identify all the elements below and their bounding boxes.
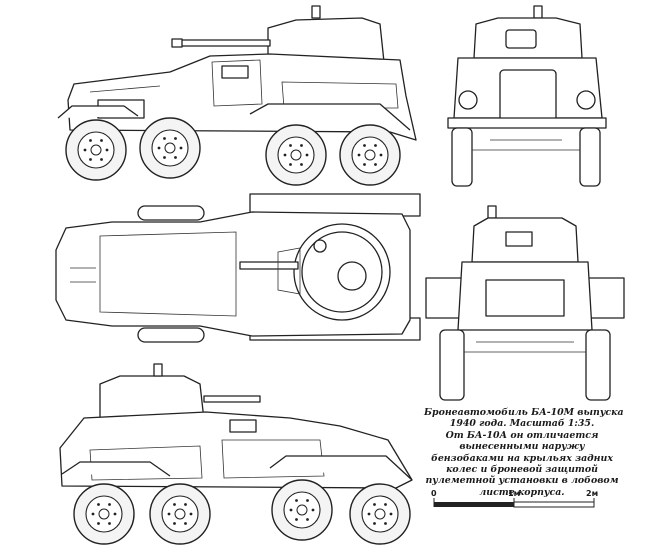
wheel-bolt xyxy=(300,163,303,166)
wheel-bolt xyxy=(295,518,298,521)
wheel-bolt xyxy=(373,522,376,525)
caption-line: От БА-10А он отличается xyxy=(445,429,599,441)
rear-view xyxy=(425,205,625,401)
wheel-bolt xyxy=(283,153,287,157)
caption-line: Бронеавтомобиль БА-10М выпуска xyxy=(424,407,624,418)
wheel-bolt xyxy=(113,512,117,516)
wheel-bolt xyxy=(289,144,292,147)
vision-slit-upper xyxy=(221,65,249,79)
front-view-wheel-right xyxy=(579,127,601,187)
wheel-bolt xyxy=(384,522,387,525)
main-gun-top xyxy=(239,261,299,270)
front-wheel-top-right xyxy=(137,327,205,343)
wheel-bolt xyxy=(184,503,187,506)
wheel-rear-a-upper xyxy=(265,124,327,186)
wheel-bolt xyxy=(363,144,366,147)
wheel-bolt xyxy=(163,156,166,159)
side-view-upper xyxy=(57,5,417,186)
wheel-bolt xyxy=(184,522,187,525)
wheel-rear-b-lower xyxy=(349,483,411,545)
wheel-bolt xyxy=(97,503,100,506)
wheel-bolt xyxy=(367,512,371,516)
wheel-middle-lower xyxy=(149,483,211,545)
wheel-bolt xyxy=(91,512,95,516)
turret-hatch-top xyxy=(337,261,367,291)
wheel-bolt xyxy=(163,137,166,140)
wheel-bolt xyxy=(189,512,193,516)
caption-line: 1940 года. Масштаб 1:35. xyxy=(449,418,595,430)
wheel-bolt xyxy=(157,146,161,150)
wheel-bolt xyxy=(100,158,103,161)
headlight-right xyxy=(576,90,596,110)
turret-hatch-upper xyxy=(311,5,321,19)
radiator-armor xyxy=(499,69,557,125)
wheel-bolt xyxy=(384,503,387,506)
scale-label-1m: 1м xyxy=(508,489,521,498)
scale-label-2m: 2м xyxy=(586,489,599,498)
wheel-bolt xyxy=(108,503,111,506)
wheel-bolt xyxy=(173,503,176,506)
rear-view-wheel-right xyxy=(585,329,611,401)
wheel-bolt xyxy=(105,148,109,152)
wheel-bolt xyxy=(306,499,309,502)
vision-slit-lower xyxy=(229,419,257,433)
wheel-bolt xyxy=(167,512,171,516)
wheel-bolt xyxy=(100,139,103,142)
wheel-bolt xyxy=(89,139,92,142)
wheel-bolt xyxy=(374,144,377,147)
wheel-rear-a-lower xyxy=(271,479,333,541)
wheel-bolt xyxy=(295,499,298,502)
caption-line: колес и броневой защитой xyxy=(446,464,598,476)
wheel-bolt xyxy=(173,522,176,525)
scale-bar xyxy=(433,498,595,508)
main-gun-upper xyxy=(177,39,271,47)
scale-label-0: 0 xyxy=(431,489,437,498)
wheel-bolt xyxy=(389,512,393,516)
caption-line: листе корпуса. xyxy=(479,486,565,498)
side-view-lower xyxy=(59,363,413,545)
front-view xyxy=(447,5,607,187)
wheel-bolt xyxy=(179,146,183,150)
wheel-bolt xyxy=(97,522,100,525)
wheel-bolt xyxy=(363,163,366,166)
rear-view-wheel-left xyxy=(439,329,465,401)
main-gun-lower xyxy=(203,395,261,403)
wheel-rear-b-upper xyxy=(339,124,401,186)
front-wheel-top-left xyxy=(137,205,205,221)
wheel-bolt xyxy=(174,137,177,140)
wheel-bolt xyxy=(373,503,376,506)
turret-hatch-lower xyxy=(153,363,163,377)
headlight-left xyxy=(458,90,478,110)
top-view xyxy=(55,193,421,343)
wheel-bolt xyxy=(311,508,315,512)
wheel-bolt xyxy=(305,153,309,157)
wheel-bolt xyxy=(300,144,303,147)
front-view-wheel-left xyxy=(451,127,473,187)
wheel-bolt xyxy=(357,153,361,157)
wheel-middle-upper xyxy=(139,117,201,179)
wheel-bolt xyxy=(89,158,92,161)
wheel-bolt xyxy=(379,153,383,157)
wheel-bolt xyxy=(83,148,87,152)
caption-line: бензобаками на крыльях задних xyxy=(431,452,613,464)
wheel-front-lower xyxy=(73,483,135,545)
caption-line: пулеметной установки в лобовом xyxy=(425,475,619,487)
wheel-bolt xyxy=(174,156,177,159)
caption-line: вынесенными наружу xyxy=(459,441,585,453)
drawing-caption: Бронеавтомобиль БА-10М выпуска 1940 года… xyxy=(424,407,624,498)
wheel-bolt xyxy=(108,522,111,525)
wheel-bolt xyxy=(306,518,309,521)
wheel-front-upper xyxy=(65,119,127,181)
wheel-bolt xyxy=(289,508,293,512)
wheel-bolt xyxy=(374,163,377,166)
wheel-bolt xyxy=(289,163,292,166)
